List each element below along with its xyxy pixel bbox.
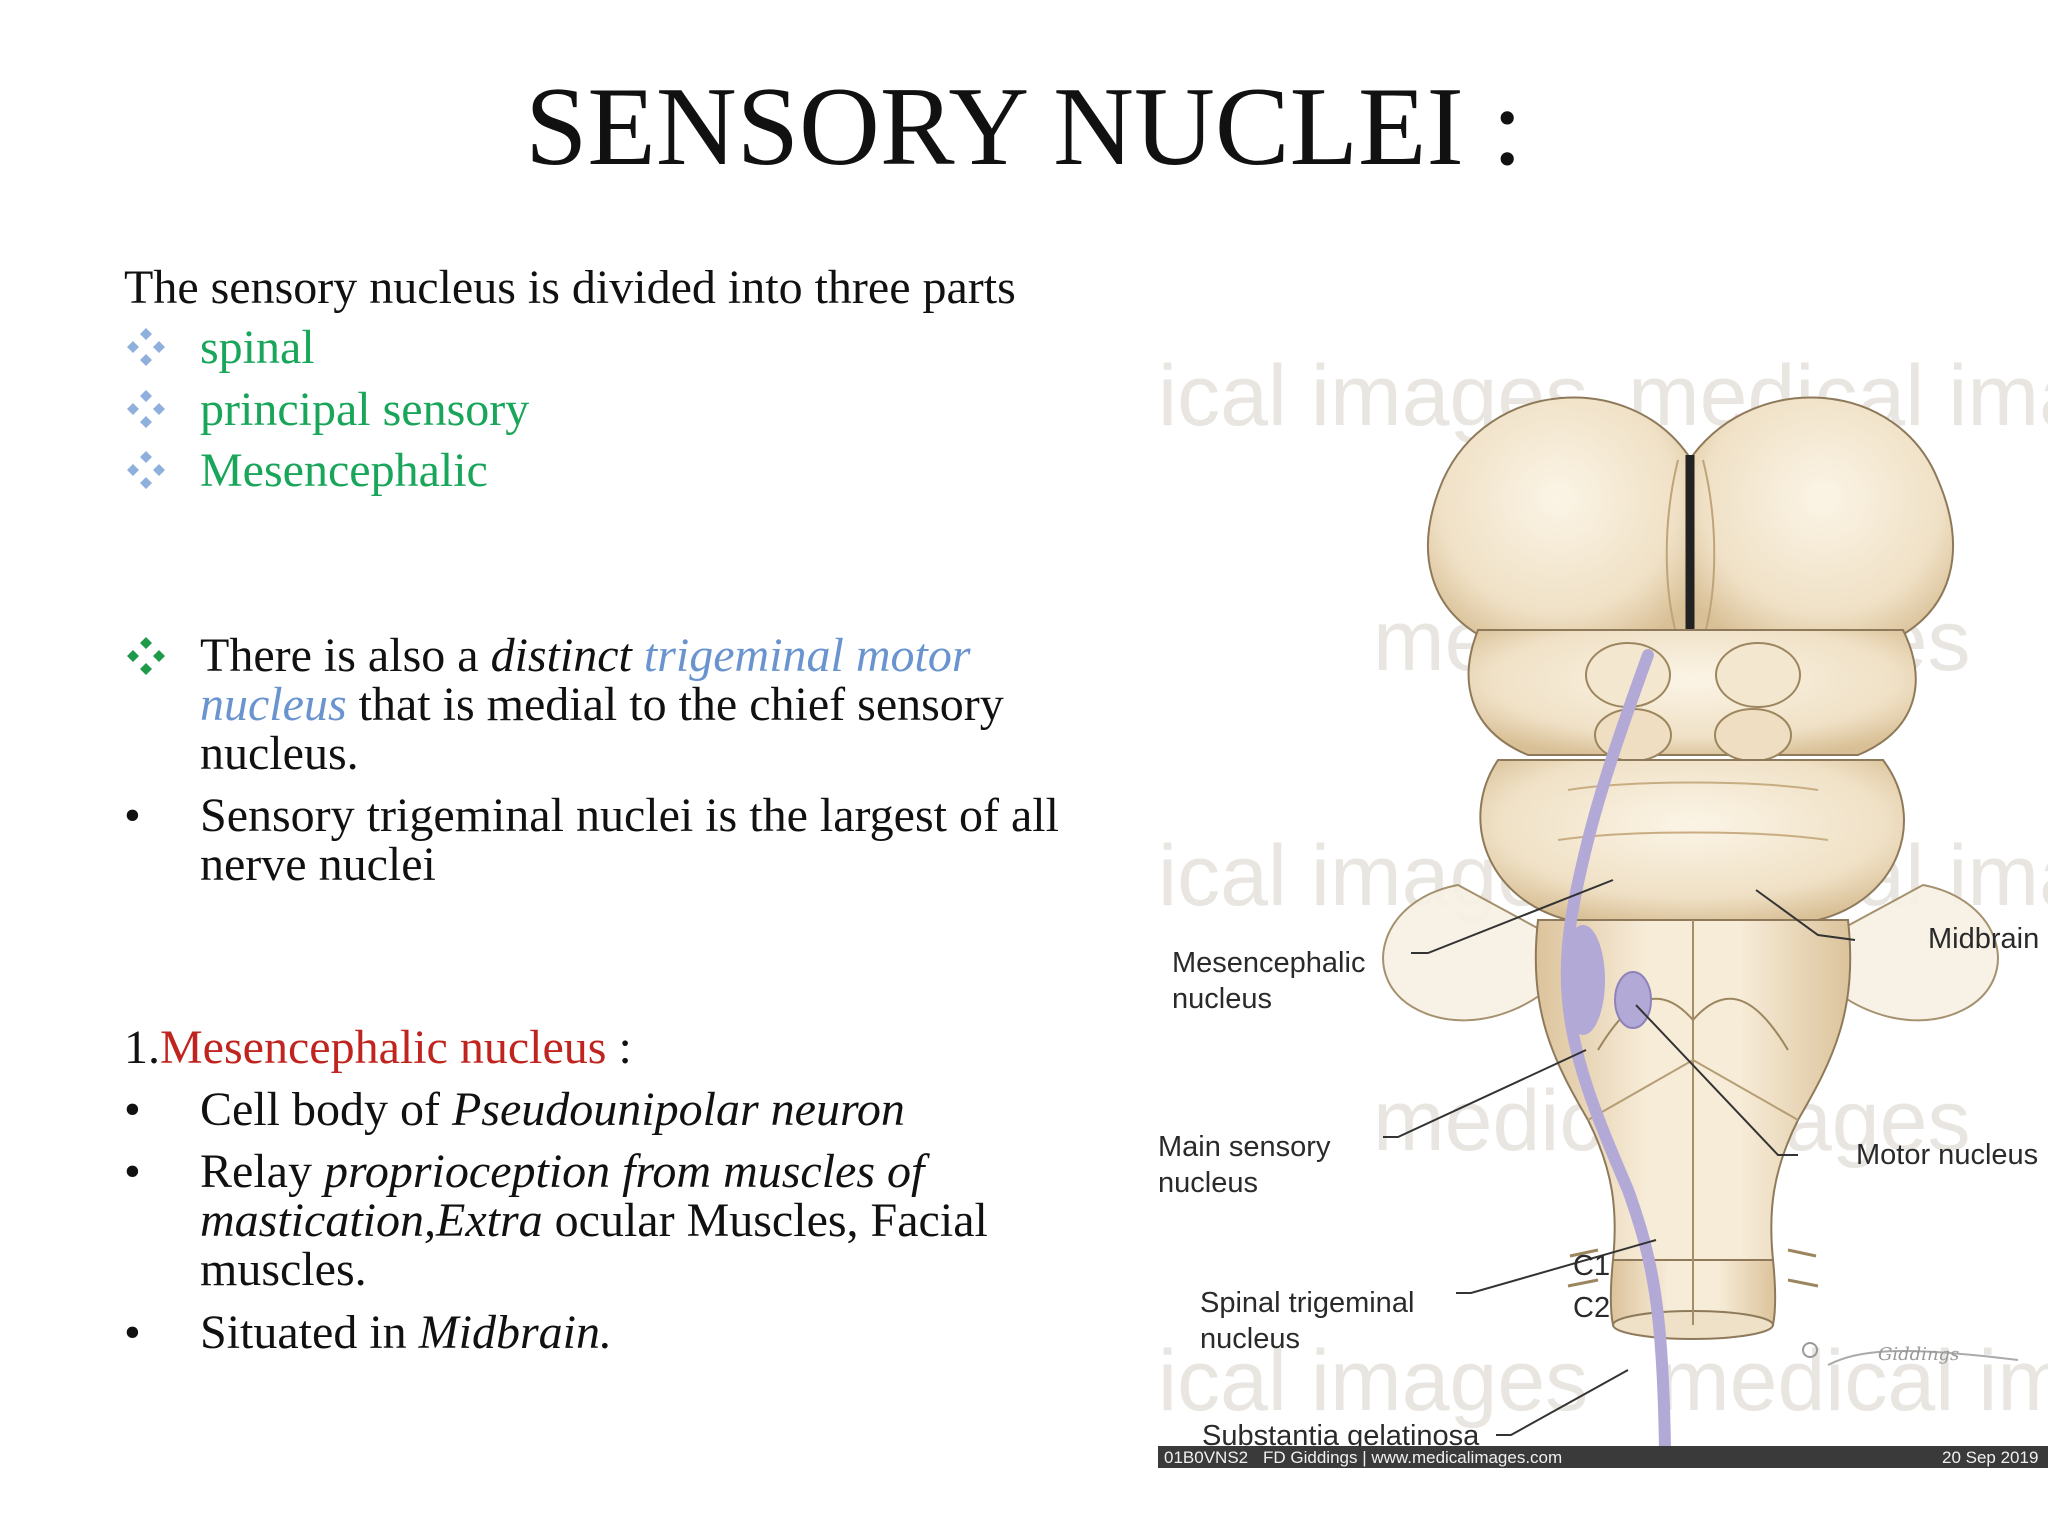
- bullet-dot: •: [124, 1083, 141, 1136]
- midbrain-pons: [1467, 629, 1917, 921]
- brain-hemispheres: [1427, 396, 1954, 652]
- largest-note-line1: Sensory trigeminal nuclei is the largest…: [200, 789, 1059, 842]
- intro-text: The sensory nucleus is divided into thre…: [124, 261, 1016, 314]
- label-mesencephalic: Mesencephalic: [1172, 947, 1365, 979]
- credit-date: 20 Sep 2019: [1942, 1448, 2038, 1467]
- point-cell-body: Cell body of Pseudounipolar neuron: [200, 1083, 905, 1136]
- artist-signature: Giddings: [1802, 1342, 2019, 1366]
- section-heading: 1.Mesencephalic nucleus :: [124, 1021, 632, 1074]
- point-situated: Situated in Midbrain.: [200, 1306, 612, 1359]
- slide-title: SENSORY NUCLEI :: [525, 65, 1523, 189]
- bullet-dot: •: [124, 789, 141, 842]
- label-spinal-trigeminal: Spinal trigeminal: [1200, 1287, 1414, 1319]
- label-mesencephalic-2: nucleus: [1172, 983, 1272, 1015]
- trigeminal-nuclei: [1560, 649, 1671, 1456]
- point-relay-line3: muscles.: [200, 1243, 367, 1296]
- motor-note-line3: nucleus.: [200, 727, 359, 780]
- label-c2: C2: [1573, 1292, 1610, 1324]
- brainstem-illustration: ical images medical ima medical images i…: [1158, 360, 2048, 1468]
- bullet-dot: •: [124, 1306, 141, 1359]
- label-main-sensory-2: nucleus: [1158, 1167, 1258, 1199]
- credit-author: FD Giddings | www.medicalimages.com: [1263, 1448, 1562, 1467]
- svg-text:medical ima: medical ima: [1658, 1333, 2048, 1429]
- motor-note-line1: There is also a distinct trigeminal moto…: [200, 629, 971, 682]
- point-relay-line1: Relay proprioception from muscles of: [200, 1145, 925, 1198]
- bullet-dot: •: [124, 1145, 141, 1198]
- part-principal-sensory: principal sensory: [200, 383, 530, 436]
- largest-note-line2: nerve nuclei: [200, 838, 436, 891]
- svg-text:Giddings: Giddings: [1878, 1344, 1959, 1365]
- cerebellar-outline: [1382, 883, 1999, 1022]
- label-motor-nucleus: Motor nucleus: [1856, 1139, 2038, 1171]
- part-spinal: spinal: [200, 321, 315, 374]
- diamond-bullet-icon: [127, 390, 165, 428]
- label-midbrain: Midbrain: [1928, 923, 2039, 955]
- credit-id: 01B0VNS2: [1164, 1448, 1248, 1467]
- motor-note-line2: nucleus that is medial to the chief sens…: [200, 678, 1004, 731]
- label-main-sensory: Main sensory: [1158, 1131, 1331, 1163]
- diamond-bullet-icon: [127, 328, 165, 366]
- part-mesencephalic: Mesencephalic: [200, 444, 488, 497]
- diamond-bullet-icon: [127, 451, 165, 489]
- label-c1: C1: [1573, 1250, 1610, 1282]
- point-relay-line2: mastication,Extra ocular Muscles, Facial: [200, 1194, 988, 1247]
- diamond-bullet-icon: [127, 637, 165, 675]
- leader-lines: [1383, 879, 1856, 1436]
- svg-text:ical images: ical images: [1158, 1333, 1588, 1429]
- label-spinal-trigeminal-2: nucleus: [1200, 1323, 1300, 1355]
- credit-bar: 01B0VNS2 FD Giddings | www.medicalimages…: [1158, 1446, 2048, 1468]
